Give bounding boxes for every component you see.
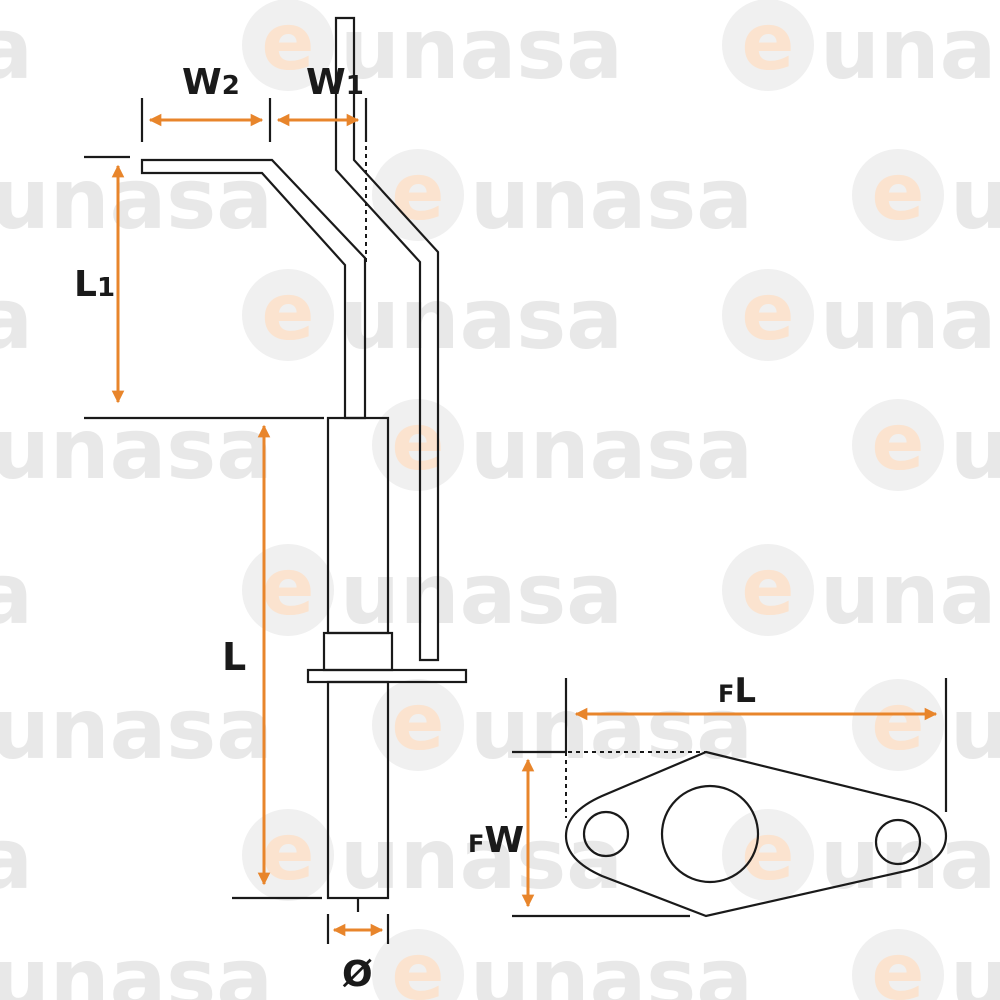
l-label: L [222, 635, 246, 679]
watermark-logo-icon [722, 809, 814, 901]
watermark-logo-icon [242, 269, 334, 361]
watermark-logo-letter: e [392, 928, 445, 1000]
dimension-labels: W2 W1 L1 L Ø FL FW [74, 62, 756, 995]
watermark-text: unasa [340, 270, 623, 368]
watermark-text: unasa [470, 930, 753, 1000]
watermark-text: unasa [340, 0, 623, 98]
watermark-logo-letter: e [392, 398, 445, 488]
watermark-text: unasa [0, 0, 33, 98]
watermark-text: unasa [950, 930, 1000, 1000]
watermark-text: unasa [950, 150, 1000, 248]
watermark-logo-letter: e [742, 543, 795, 633]
watermark-logo-letter: e [742, 268, 795, 358]
watermark-text: unasa [0, 270, 33, 368]
watermark-logo-letter: e [262, 268, 315, 358]
watermark-logo-icon [852, 929, 944, 1000]
watermark-text: unasa [820, 810, 1000, 908]
watermark-text: unasa [0, 400, 273, 498]
watermark-logo-letter: e [262, 543, 315, 633]
watermark-text: unasa [820, 545, 1000, 643]
watermark-text: unasa [0, 545, 33, 643]
dimension-arrows [111, 113, 938, 937]
watermark-logo-icon [372, 149, 464, 241]
watermark-logo-letter: e [742, 808, 795, 898]
flange-hole-center [660, 784, 760, 884]
watermark-text: unasa [340, 810, 623, 908]
watermark-text: unasa [470, 150, 753, 248]
flange-outline [564, 750, 948, 918]
watermark-text: unasa [950, 680, 1000, 778]
watermark-text: unasa [820, 270, 1000, 368]
reference-lines [84, 98, 948, 944]
watermark-logo-letter: e [872, 678, 925, 768]
watermark-text: unasa [950, 400, 1000, 498]
wire-2-outline [334, 16, 440, 662]
flange-hole-right [874, 818, 922, 866]
watermark-logo-icon [722, 0, 814, 91]
watermark-logo-letter: e [262, 808, 315, 898]
watermark-logo-letter: e [392, 678, 445, 768]
watermark-logo-icon [722, 544, 814, 636]
watermark-text: unasa [340, 545, 623, 643]
flange-plan-view [564, 750, 948, 918]
electrode-drawing [140, 16, 468, 912]
w1-label: W1 [306, 62, 364, 103]
watermark-logo-icon [372, 679, 464, 771]
watermark-logo-icon [372, 929, 464, 1000]
fw-label: FW [468, 820, 524, 861]
watermark-text: unasa [470, 400, 753, 498]
watermark-logo-letter: e [872, 398, 925, 488]
watermark-logo-icon [852, 399, 944, 491]
watermark-logo-icon [242, 0, 334, 91]
l1-label: L1 [74, 264, 115, 305]
w2-label: W2 [182, 62, 240, 103]
watermark-text: unasa [0, 680, 273, 778]
diameter-label: Ø [342, 954, 373, 995]
watermark-text: unasa [820, 0, 1000, 98]
watermark-logo-icon [722, 269, 814, 361]
dashed-guides [365, 130, 706, 818]
watermark-logo-letter: e [872, 148, 925, 238]
watermark-logo-letter: e [262, 0, 315, 88]
fl-label: FL [718, 671, 756, 711]
watermark-logo-icon [852, 149, 944, 241]
watermark-text: unasa [0, 930, 273, 1000]
flange-hole-left [582, 810, 630, 858]
watermark-text: unasa [0, 810, 33, 908]
watermark-logo-letter: e [392, 148, 445, 238]
watermark-logo-letter: e [872, 928, 925, 1000]
watermark-logo-icon [852, 679, 944, 771]
watermark-logo-letter: e [742, 0, 795, 88]
watermark-text: unasa [470, 680, 753, 778]
watermark-logo-icon [372, 399, 464, 491]
watermark-text: unasa [0, 150, 273, 248]
